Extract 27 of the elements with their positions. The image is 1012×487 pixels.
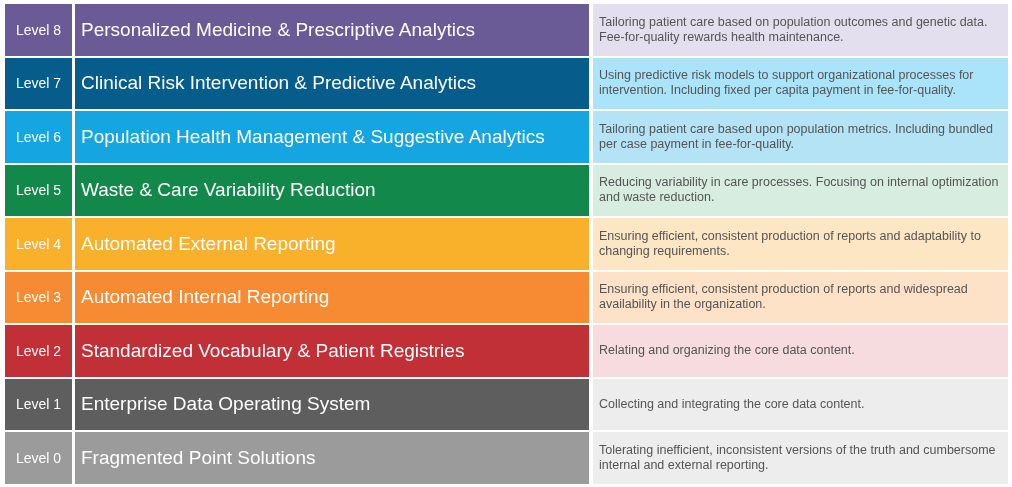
level-title-bar: Waste & Care Variability Reduction (75, 164, 589, 216)
level-title-bar: Enterprise Data Operating System (75, 378, 589, 430)
level-title-bar: Population Health Management & Suggestive Analytics (75, 111, 589, 163)
description-panel: Tailoring patient care based on population outcomes and genetic data. Fee-for-quality rewards health maintenance. (593, 4, 1008, 56)
level-title-bar: Standardized Vocabulary & Patient Registries (75, 325, 589, 377)
level-title-bar: Personalized Medicine & Prescriptive Analytics (75, 4, 589, 56)
level-title-bar: Fragmented Point Solutions (75, 432, 589, 484)
description-panel: Collecting and integrating the core data content. (593, 378, 1008, 430)
level-tag: Level 7 (5, 57, 72, 109)
description-panel: Ensuring efficient, consistent production of reports and widespread availability in the organization. (593, 271, 1008, 323)
level-title-bar: Automated Internal Reporting (75, 271, 589, 323)
description-panel: Ensuring efficient, consistent production of reports and adaptability to changing requirements. (593, 218, 1008, 270)
level-tag: Level 4 (5, 218, 72, 270)
level-tag: Level 3 (5, 271, 72, 323)
description-panel: Tolerating inefficient, inconsistent versions of the truth and cumbersome internal and external reporting. (593, 432, 1008, 484)
description-panel: Using predictive risk models to support organizational processes for intervention. Including fixed per capita payment in fee-for-quality. (593, 57, 1008, 109)
description-panel: Tailoring patient care based upon population metrics. Including bundled per case payment in fee-for-quality. (593, 111, 1008, 163)
level-tag: Level 1 (5, 378, 72, 430)
description-panel: Relating and organizing the core data content. (593, 325, 1008, 377)
level-title-bar: Automated External Reporting (75, 218, 589, 270)
level-tag: Level 2 (5, 325, 72, 377)
level-tag: Level 8 (5, 4, 72, 56)
level-title-bar: Clinical Risk Intervention & Predictive Analytics (75, 57, 589, 109)
level-tag: Level 6 (5, 111, 72, 163)
level-tag: Level 0 (5, 432, 72, 484)
level-tag: Level 5 (5, 164, 72, 216)
description-panel: Reducing variability in care processes. Focusing on internal optimization and waste reduction. (593, 164, 1008, 216)
